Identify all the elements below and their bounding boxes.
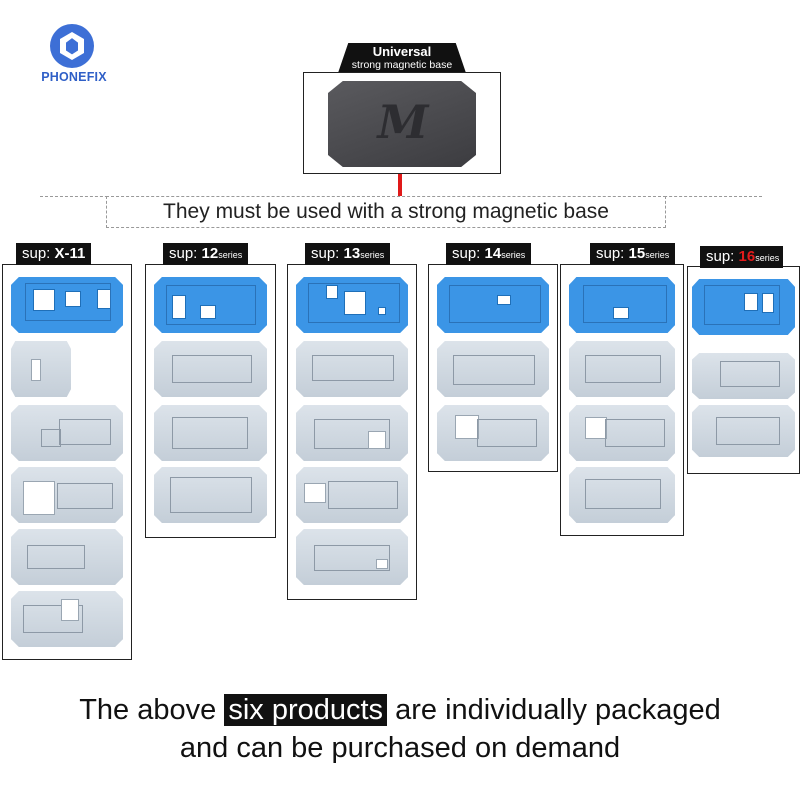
stencil-plate	[692, 353, 795, 399]
stencil-outline	[172, 355, 252, 383]
stencil-cutout	[497, 295, 511, 305]
brand-name: PHONEFIX	[41, 70, 107, 84]
stencil-plate	[296, 467, 408, 523]
phonefix-logo-icon	[50, 24, 94, 68]
stencil-outline	[59, 419, 111, 445]
blue-base-plate	[154, 277, 267, 333]
base-subtitle: strong magnetic base	[351, 59, 453, 71]
magnetic-base-box: M	[303, 72, 501, 174]
stencil-outline	[170, 477, 252, 513]
footer-highlight: six products	[224, 694, 388, 726]
stencil-outline	[308, 283, 400, 323]
blue-base-plate	[437, 277, 549, 333]
stencil-cutout	[304, 483, 326, 503]
stencil-outline	[41, 429, 61, 447]
stencil-plate	[154, 467, 267, 523]
stencil-plate	[154, 405, 267, 461]
stencil-plate	[437, 341, 549, 397]
stencil-outline	[166, 285, 256, 325]
stencil-plate	[154, 341, 267, 397]
stencil-cutout	[585, 417, 607, 439]
stencil-outline	[25, 283, 111, 321]
stencil-outline	[585, 355, 661, 383]
base-title: Universal	[372, 44, 432, 59]
stencil-cutout	[368, 431, 386, 449]
stencil-cutout	[61, 599, 79, 621]
usage-note: They must be used with a strong magnetic…	[106, 196, 666, 228]
column-14-series	[428, 264, 558, 472]
column-label-13-series: sup: 13series	[305, 243, 391, 265]
phonefix-logo: PHONEFIX	[22, 24, 126, 86]
column-label-12-series: sup: 12series	[163, 243, 249, 265]
blue-base-plate	[569, 277, 675, 333]
stencil-outline	[477, 419, 537, 447]
stencil-outline	[449, 285, 541, 323]
stencil-cutout	[172, 295, 186, 319]
stencil-cutout	[65, 291, 81, 307]
stencil-plate	[11, 405, 123, 461]
stencil-outline	[453, 355, 535, 385]
footer-line-1: The above six products are individually …	[79, 694, 721, 726]
magnetic-base-image: M	[328, 81, 476, 167]
stencil-outline	[605, 419, 665, 447]
stencil-plate	[11, 467, 123, 523]
column-13-series	[287, 264, 417, 600]
stencil-cutout	[200, 305, 216, 319]
stencil-outline	[720, 361, 780, 387]
stencil-plate	[296, 405, 408, 461]
column-16-series	[687, 266, 800, 474]
stencil-outline	[583, 285, 667, 323]
column-x-11	[2, 264, 132, 660]
stencil-cutout	[744, 293, 758, 311]
column-label-14-series: sup: 14series	[446, 243, 532, 265]
base-emboss-logo: M	[377, 95, 429, 149]
stencil-outline	[57, 483, 113, 509]
stencil-outline	[585, 479, 661, 509]
stencil-cutout	[376, 559, 388, 569]
stencil-cutout	[455, 415, 479, 439]
footer-line-2: and can be purchased on demand	[179, 732, 621, 764]
column-label-15-series: sup: 15series	[590, 243, 676, 265]
connector-stem	[398, 174, 402, 196]
stencil-cutout	[344, 291, 366, 315]
stencil-outline	[328, 481, 398, 509]
stencil-outline	[27, 545, 85, 569]
stencil-outline	[314, 545, 390, 571]
stencil-plate	[296, 341, 408, 397]
base-label: Universal strong magnetic base	[338, 43, 466, 73]
stencil-outline	[23, 605, 83, 633]
stencil-plate	[569, 405, 675, 461]
column-12-series	[145, 264, 276, 538]
stencil-cutout	[33, 289, 55, 311]
blue-base-plate	[11, 277, 123, 333]
column-15-series	[560, 264, 684, 536]
stencil-outline	[172, 417, 248, 449]
stencil-outline	[312, 355, 394, 381]
stencil-plate	[437, 405, 549, 461]
stencil-plate	[11, 341, 71, 397]
blue-base-plate	[692, 279, 795, 335]
stencil-plate	[11, 591, 123, 647]
stencil-outline	[314, 419, 390, 449]
column-label-16-series: sup: 16series	[700, 246, 784, 268]
column-label-x-11: sup: X-11	[16, 243, 92, 265]
stencil-cutout	[762, 293, 774, 313]
stencil-cutout	[326, 285, 338, 299]
stencil-plate	[296, 529, 408, 585]
stencil-plate	[569, 341, 675, 397]
stencil-plate	[569, 467, 675, 523]
stencil-outline	[716, 417, 780, 445]
stencil-plate	[692, 405, 795, 457]
stencil-cutout	[23, 481, 55, 515]
stencil-cutout	[378, 307, 386, 315]
blue-base-plate	[296, 277, 408, 333]
stencil-outline	[704, 285, 780, 325]
stencil-cutout	[613, 307, 629, 319]
stencil-cutout	[31, 359, 41, 381]
stencil-plate	[11, 529, 123, 585]
